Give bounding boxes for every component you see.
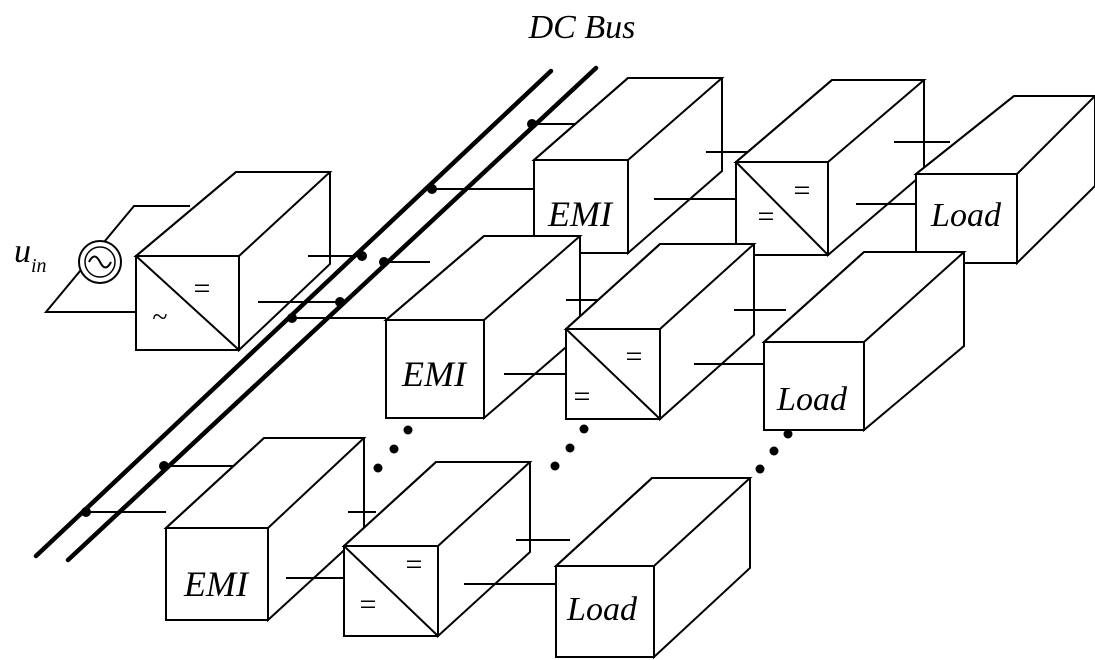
load-box-1 [913, 95, 1095, 266]
u-subscript: in [31, 255, 47, 277]
ac-symbol: ~ [152, 302, 167, 333]
dc-out-symbol-1: = [794, 174, 811, 207]
dcdc-box-3 [341, 461, 533, 639]
dc-bus-title: DC Bus [528, 9, 636, 46]
dc-out-symbol-3: = [406, 548, 423, 581]
dcdc-box-2 [563, 243, 757, 422]
dc-in-symbol-3: = [360, 588, 377, 621]
emi-box-2 [383, 235, 583, 421]
emi-label-1: EMI [547, 194, 614, 234]
dc-bus-rail-2 [65, 65, 599, 563]
emi-box-3 [163, 437, 367, 623]
load-label-2: Load [776, 381, 848, 418]
dcdc-box-1 [733, 79, 927, 258]
bus-junctions [81, 119, 537, 517]
rectifier-box [133, 171, 333, 353]
emi-label-3: EMI [183, 564, 250, 604]
dc-symbol: = [194, 272, 211, 305]
load-box-3 [553, 477, 753, 660]
emi-label-2: EMI [401, 354, 468, 394]
load-label-1: Load [930, 197, 1002, 234]
continuation-dots [373, 424, 793, 474]
input-source: uin [14, 205, 190, 313]
load-box-2 [761, 251, 967, 433]
load-label-3: Load [566, 591, 638, 628]
dc-in-symbol-1: = [758, 200, 775, 233]
dc-out-symbol-2: = [626, 340, 643, 373]
u-label: u [14, 233, 31, 270]
u-in-label: uin [14, 233, 47, 277]
dc-in-symbol-2: = [574, 380, 591, 413]
